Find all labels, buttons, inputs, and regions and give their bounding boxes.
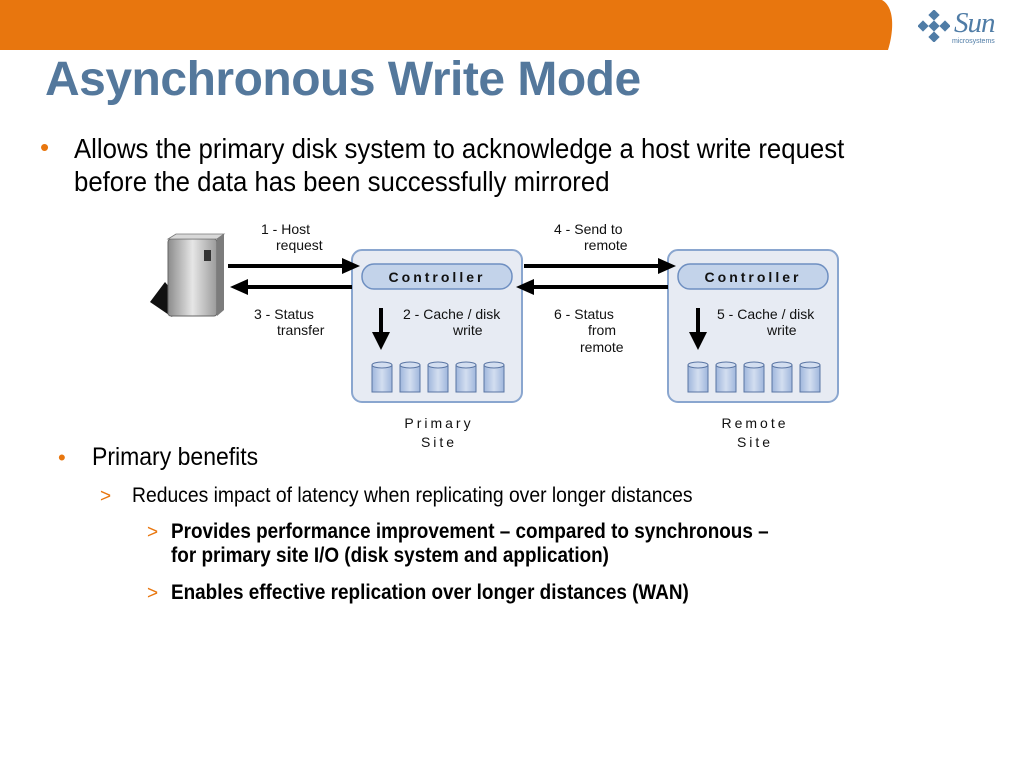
benefits-heading: Primary benefits: [92, 443, 259, 471]
label-step5-l1: 5 - Cache / disk: [717, 306, 815, 322]
label-step2-l1: 2 - Cache / disk: [403, 306, 501, 322]
disk-icon: [371, 361, 393, 393]
label-step1-l2: request: [276, 237, 323, 253]
label-step4-l1: 4 - Send to: [554, 221, 623, 237]
disk-icon: [427, 361, 449, 393]
disk-icon: [771, 361, 793, 393]
disk-icon: [483, 361, 505, 393]
logo-subtext: microsystems: [952, 38, 995, 45]
benefit-detail-1-line2: for primary site I/O (disk system and ap…: [171, 544, 609, 567]
arrow-send-to-remote: [524, 258, 676, 274]
label-step3-l1: 3 - Status: [254, 306, 314, 322]
remote-controller-label: Controller: [705, 269, 802, 285]
remote-disk-array: [687, 361, 821, 393]
disk-icon: [715, 361, 737, 393]
benefit-sub-text: Reduces impact of latency when replicati…: [132, 484, 693, 507]
logo-wordmark: Sun: [954, 7, 995, 39]
sun-logo-icon: [918, 10, 950, 42]
arrow-primary-cache-write: [372, 308, 390, 350]
label-step1-l1: 1 - Host: [261, 221, 310, 237]
disk-icon: [399, 361, 421, 393]
label-step2-l2: write: [452, 322, 483, 338]
primary-controller-label: Controller: [389, 269, 486, 285]
primary-controller: [361, 263, 513, 290]
label-step6-l3: remote: [580, 339, 624, 355]
bullet-dot-icon: •: [58, 445, 66, 470]
arrow-remote-cache-write: [689, 308, 707, 350]
disk-icon: [687, 361, 709, 393]
disk-icon: [799, 361, 821, 393]
sun-logo: Sun microsystems: [918, 7, 1010, 48]
label-primary-site-l1: Primary: [404, 415, 473, 431]
disk-icon: [455, 361, 477, 393]
chevron-right-icon: >: [100, 486, 112, 507]
bullet-dot-icon: •: [40, 132, 50, 162]
label-step6-l1: 6 - Status: [554, 306, 614, 322]
label-remote-site-l2: Site: [737, 434, 773, 450]
arrow-status-from-remote: [516, 279, 668, 295]
benefit-detail-2-text: Enables effective replication over longe…: [171, 581, 689, 604]
label-primary-site-l2: Site: [421, 434, 457, 450]
benefit-detail-1-text: Provides performance improvement – compa…: [171, 520, 769, 568]
disk-icon: [743, 361, 765, 393]
page-title: Asynchronous Write Mode: [45, 53, 641, 106]
primary-disk-array: [371, 361, 505, 393]
remote-controller: [677, 263, 829, 290]
label-remote-site-l1: Remote: [721, 415, 788, 431]
arrow-status-transfer: [230, 279, 352, 295]
chevron-right-icon: >: [147, 522, 159, 543]
label-step5-l2: write: [766, 322, 797, 338]
label-step4-l2: remote: [584, 237, 628, 253]
host-server-icon: [150, 233, 226, 317]
label-step3-l2: transfer: [277, 322, 325, 338]
benefit-detail-1-line1: Provides performance improvement – compa…: [171, 520, 769, 543]
label-step6-l2: from: [588, 322, 616, 338]
arrow-host-request: [228, 258, 360, 274]
chevron-right-icon: >: [147, 583, 159, 604]
header-bar: [0, 0, 893, 50]
async-write-diagram: Controller Controller: [150, 221, 839, 450]
bullet-main-text: Allows the primary disk system to acknow…: [74, 133, 845, 197]
